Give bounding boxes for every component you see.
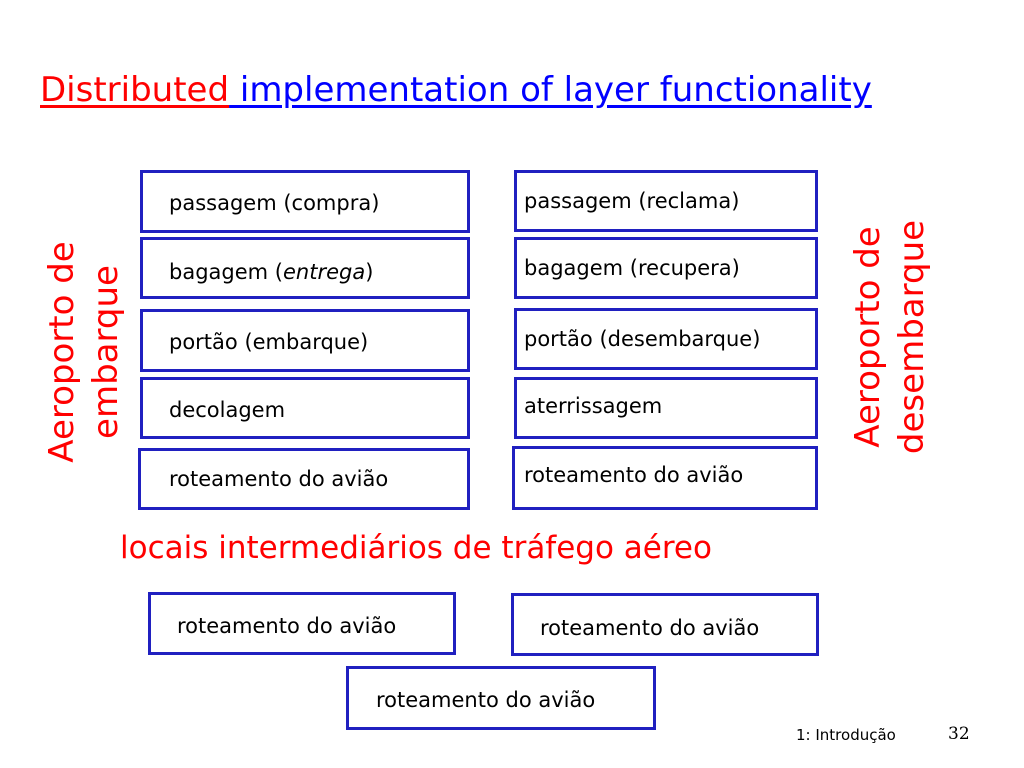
right-airport-label-line1: Aeroporto de [848, 226, 888, 448]
left-layer-routing-label: roteamento do avião [169, 467, 389, 491]
title-distributed: Distributed [40, 70, 230, 110]
footer-chapter: 1: Introdução [796, 726, 896, 744]
page-number: 32 [948, 724, 970, 744]
intermediate-routing-label-3: roteamento do avião [376, 688, 596, 712]
left-layer-baggage-prefix: bagagem ( [169, 260, 283, 284]
right-layer-ticket-label: passagem (reclama) [524, 189, 740, 213]
left-layer-ticket-label: passagem (compra) [169, 191, 380, 215]
left-layer-ticket: passagem (compra) [140, 170, 470, 233]
intermediate-routing-box-1: roteamento do avião [148, 592, 456, 655]
right-layer-baggage-label: bagagem (recupera) [524, 256, 740, 280]
left-layer-routing: roteamento do avião [138, 448, 470, 510]
title-rest: implementation of layer functionality [229, 70, 872, 110]
left-layer-takeoff: decolagem [140, 377, 470, 439]
right-layer-landing-label: aterrissagem [524, 394, 663, 418]
right-layer-ticket: passagem (reclama) [514, 170, 818, 232]
left-airport-label-line2: embarque [86, 265, 126, 439]
left-layer-baggage-italic: entrega [282, 260, 366, 284]
right-layer-routing-label: roteamento do avião [524, 463, 744, 487]
left-layer-gate-label: portão (embarque) [169, 330, 369, 354]
intermediate-caption: locais intermediários de tráfego aéreo [120, 530, 712, 566]
left-layer-takeoff-label: decolagem [169, 398, 286, 422]
right-layer-landing: aterrissagem [514, 377, 818, 439]
right-layer-gate-label: portão (desembarque) [524, 327, 761, 351]
intermediate-routing-box-3: roteamento do avião [346, 666, 656, 730]
intermediate-routing-box-2: roteamento do avião [511, 593, 819, 656]
left-layer-baggage-suffix: ) [365, 260, 374, 284]
right-airport-label: Aeroporto de desembarque [846, 217, 934, 457]
left-layer-baggage: bagagem (entrega) [140, 237, 470, 299]
right-airport-label-line2: desembarque [892, 219, 932, 455]
left-airport-label-line1: Aeroporto de [42, 241, 82, 463]
right-layer-baggage: bagagem (recupera) [514, 237, 818, 299]
intermediate-routing-label-1: roteamento do avião [177, 614, 397, 638]
left-airport-label: Aeroporto de embarque [40, 232, 128, 472]
intermediate-routing-label-2: roteamento do avião [540, 616, 760, 640]
left-layer-gate: portão (embarque) [140, 309, 470, 372]
slide-title: Distributed implementation of layer func… [40, 66, 980, 114]
right-layer-routing: roteamento do avião [512, 446, 818, 510]
right-layer-gate: portão (desembarque) [514, 308, 818, 370]
left-layer-baggage-label: bagagem (entrega) [169, 260, 373, 284]
